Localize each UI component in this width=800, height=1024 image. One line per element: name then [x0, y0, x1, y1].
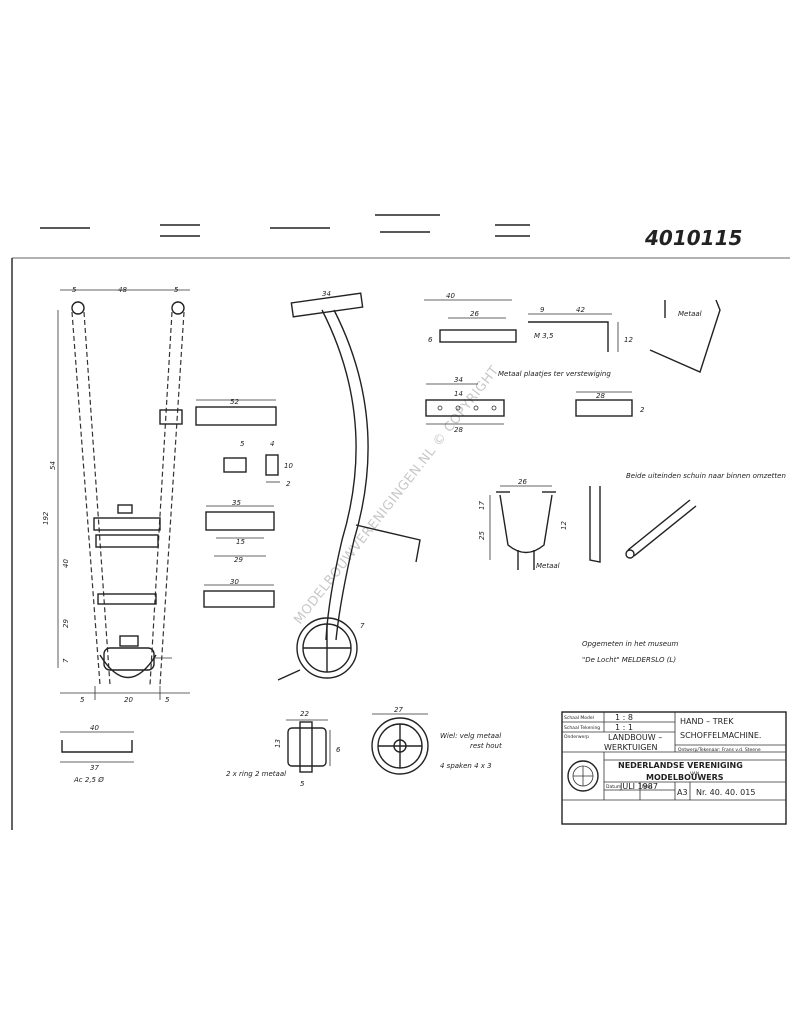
tb-number: Nr. 40. 40. 015: [696, 788, 755, 797]
tb-title-line2: SCHOFFELMACHINE.: [680, 731, 761, 740]
wheel-detail: [371, 713, 429, 775]
dim-wheel-27: 27: [394, 706, 403, 714]
dim-part-30: 30: [230, 578, 239, 586]
dim-blade-25: 25: [478, 531, 486, 540]
tb-org-small: VAN: [690, 771, 699, 777]
part-bracket-35: [205, 505, 275, 557]
handle-assembly: [277, 292, 421, 681]
dim-frame-bottom-20: 20: [124, 696, 133, 704]
dim-frame-bottom-5b: 5: [165, 696, 170, 704]
dim-part-10: 10: [284, 462, 293, 470]
dim-bracket-6: 6: [428, 336, 433, 344]
dim-part-15: 15: [236, 538, 245, 546]
tb-ref-value: 1 : 1: [615, 723, 633, 732]
tb-date-label: Datum: [606, 784, 621, 790]
dim-hub-6: 6: [336, 746, 341, 754]
dim-part-4: 4: [270, 440, 274, 448]
dim-bracket-m3: M 3,5: [534, 332, 554, 340]
dim-pin-37: 37: [90, 764, 99, 772]
tb-ref-label: Schaal Tekening: [564, 725, 600, 731]
tb-scale-value: 1 : 8: [615, 713, 633, 722]
dim-part-29: 29: [234, 556, 243, 564]
dim-blade-26: 26: [518, 478, 527, 486]
dim-bracket-12: 12: [624, 336, 633, 344]
hoe-blade: [489, 485, 697, 570]
dim-hub-13: 13: [274, 739, 282, 748]
dim-bracket-26: 26: [470, 310, 479, 318]
note-metaal-top: Metaal: [678, 310, 702, 318]
dim-strip-28: 28: [454, 426, 463, 434]
dim-part-5: 5: [240, 440, 245, 448]
dim-part-35: 35: [232, 499, 241, 507]
tb-date-value: JULI 1987: [619, 782, 658, 791]
title-block: [561, 711, 787, 825]
dim-handle-34: 34: [322, 290, 331, 298]
dim-handle-7: 7: [360, 622, 365, 630]
dim-frame-bottom-5a: 5: [80, 696, 85, 704]
scan-artifacts: [12, 214, 790, 259]
dim-frame-side-29: 29: [62, 619, 70, 628]
pin-detail: [60, 731, 134, 763]
note-museum-line2: "De Locht" MELDERSLO (L): [582, 656, 676, 664]
dim-bracket-40: 40: [446, 292, 455, 300]
note-pin: Ac 2,5 Ø: [73, 776, 104, 784]
dim-hub-5: 5: [300, 780, 305, 788]
part-bar-30: [203, 584, 275, 608]
dim-frame-top-5b: 5: [174, 286, 179, 294]
part-crossbar: [195, 399, 277, 426]
note-ring: 2 x ring 2 metaal: [226, 770, 286, 778]
dim-strip-2: 2: [640, 406, 645, 414]
dim-frame-side-54: 54: [49, 461, 57, 470]
note-metaal-strips: Metaal plaatjes ter verstewiging: [498, 370, 611, 378]
tb-sheet-label: Blad: [642, 784, 652, 790]
note-museum-line1: Opgemeten in het museum: [582, 640, 679, 648]
dim-frame-side-192: 192: [42, 511, 50, 525]
note-wheel-2: rest hout: [470, 742, 502, 750]
dim-bracket-9: 9: [540, 306, 545, 314]
dim-blade-12: 12: [560, 521, 568, 530]
metal-strips: [425, 383, 633, 425]
dim-strip-14: 14: [454, 390, 463, 398]
tb-org-line2: MODELBOUWERS: [646, 773, 724, 782]
frame-assembly: [57, 289, 190, 700]
dim-frame-side-40: 40: [62, 559, 70, 568]
dim-strip-28b: 28: [596, 392, 605, 400]
hub-detail: [286, 719, 331, 773]
dim-pin-40: 40: [90, 724, 99, 732]
tb-category-label: Onderwerp: [564, 734, 589, 740]
tb-scale-label: Schaal Model: [564, 715, 594, 721]
note-spokes: 4 spaken 4 x 3: [440, 762, 492, 770]
dim-blade-17: 17: [478, 501, 486, 510]
tb-org-line1: NEDERLANDSE VERENIGING: [618, 761, 743, 770]
note-wheel-1: Wiel: velg metaal: [440, 732, 501, 740]
dim-part-2: 2: [286, 480, 291, 488]
tb-category-line2: WERKTUIGEN: [604, 743, 658, 752]
org-logo: [567, 760, 599, 792]
tb-title-line1: HAND – TREK: [680, 717, 734, 726]
note-bend: Beide uiteinden schuin naar binnen omzet…: [626, 472, 786, 480]
tb-format: A3: [677, 788, 688, 797]
tb-author: Ontwerp/Tekenaar: Frans v.d. Steene: [678, 747, 761, 753]
dim-bracket-42: 42: [576, 306, 585, 314]
part-plate-detail: [223, 454, 280, 483]
dim-hub-22: 22: [300, 710, 309, 718]
note-blade-metaal: Metaal: [536, 562, 560, 570]
watermark: MODELBOUWVERENIGINGEN.NL © COPYRIGHT: [291, 363, 502, 627]
tb-category-line1: LANDBOUW –: [608, 733, 662, 742]
dim-part-52: 52: [230, 398, 239, 406]
bracket-parts: [424, 299, 721, 373]
dim-strip-34: 34: [454, 376, 463, 384]
corner-mark: 4010115: [644, 226, 742, 250]
dim-frame-top-5a: 5: [72, 286, 77, 294]
dim-frame-side-7: 7: [62, 658, 70, 663]
dim-frame-top-48: 48: [118, 286, 127, 294]
